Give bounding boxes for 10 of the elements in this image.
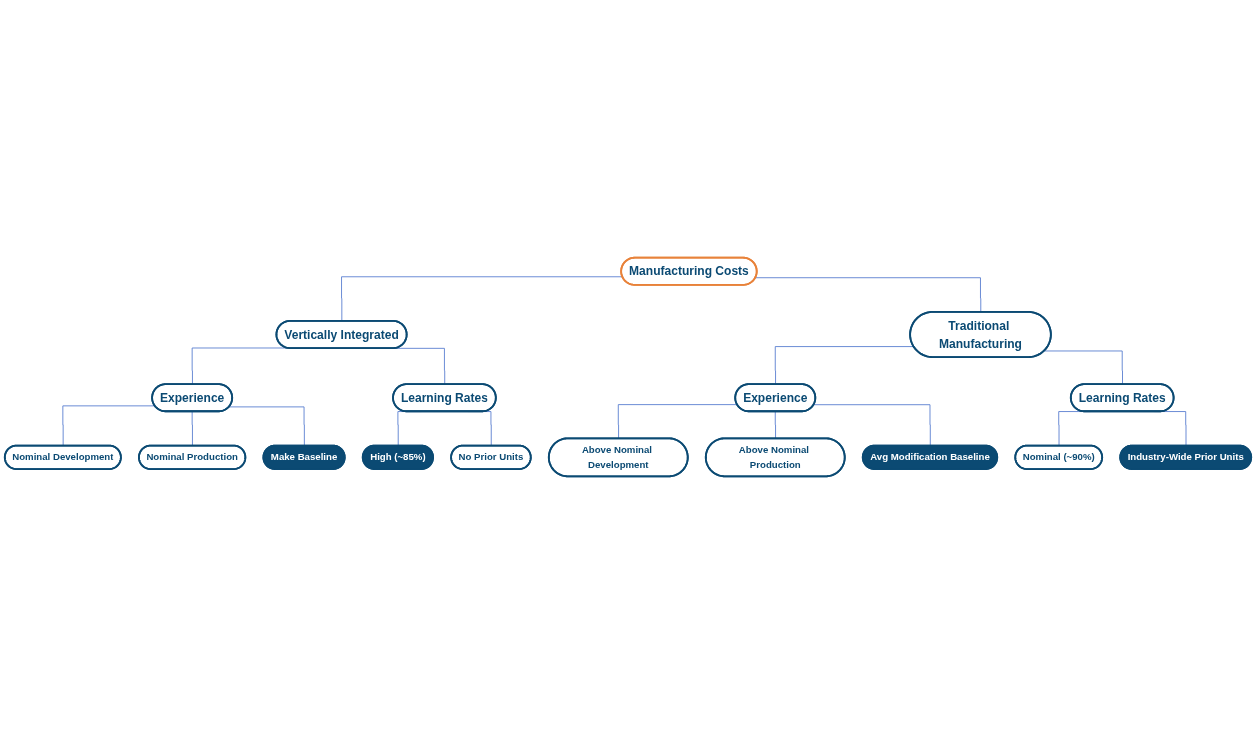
connector (191, 411, 193, 447)
connector (228, 406, 305, 447)
connector (774, 411, 776, 440)
connector (755, 277, 982, 313)
connector (1043, 350, 1123, 385)
connector (341, 276, 623, 322)
connector (617, 404, 738, 440)
connector (62, 405, 156, 447)
connector (813, 404, 931, 447)
connector (191, 347, 288, 385)
